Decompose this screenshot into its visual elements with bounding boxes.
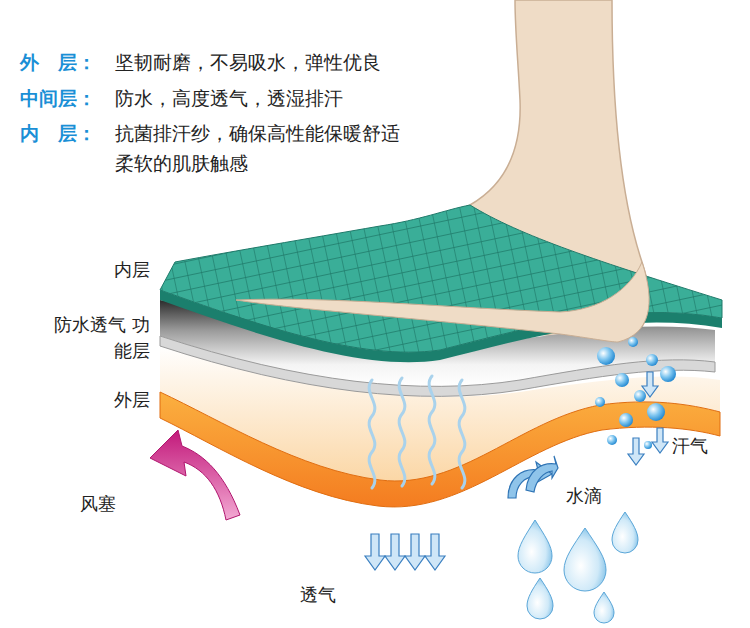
part-label: 外层: [60, 387, 150, 413]
layer-description: 防水，高度透气，透湿排汗: [115, 83, 535, 113]
layer-description: 抗菌排汗纱，确保高性能保暖舒适 柔软的肌肤触感: [115, 118, 415, 178]
flow-label: 汗气: [672, 433, 732, 459]
section-heading: 外 层：: [20, 47, 115, 77]
flow-label: 透气: [300, 582, 360, 608]
flow-label: 水滴: [566, 483, 626, 509]
layer-description: 坚韧耐磨，不易吸水，弹性优良: [115, 47, 535, 77]
section-heading: 内 层：: [20, 118, 115, 148]
section-heading: 中间层：: [20, 83, 115, 113]
part-label: 内层: [60, 257, 150, 283]
part-label: 防水透气 功能层: [46, 312, 150, 364]
flow-label: 风塞: [80, 491, 140, 517]
